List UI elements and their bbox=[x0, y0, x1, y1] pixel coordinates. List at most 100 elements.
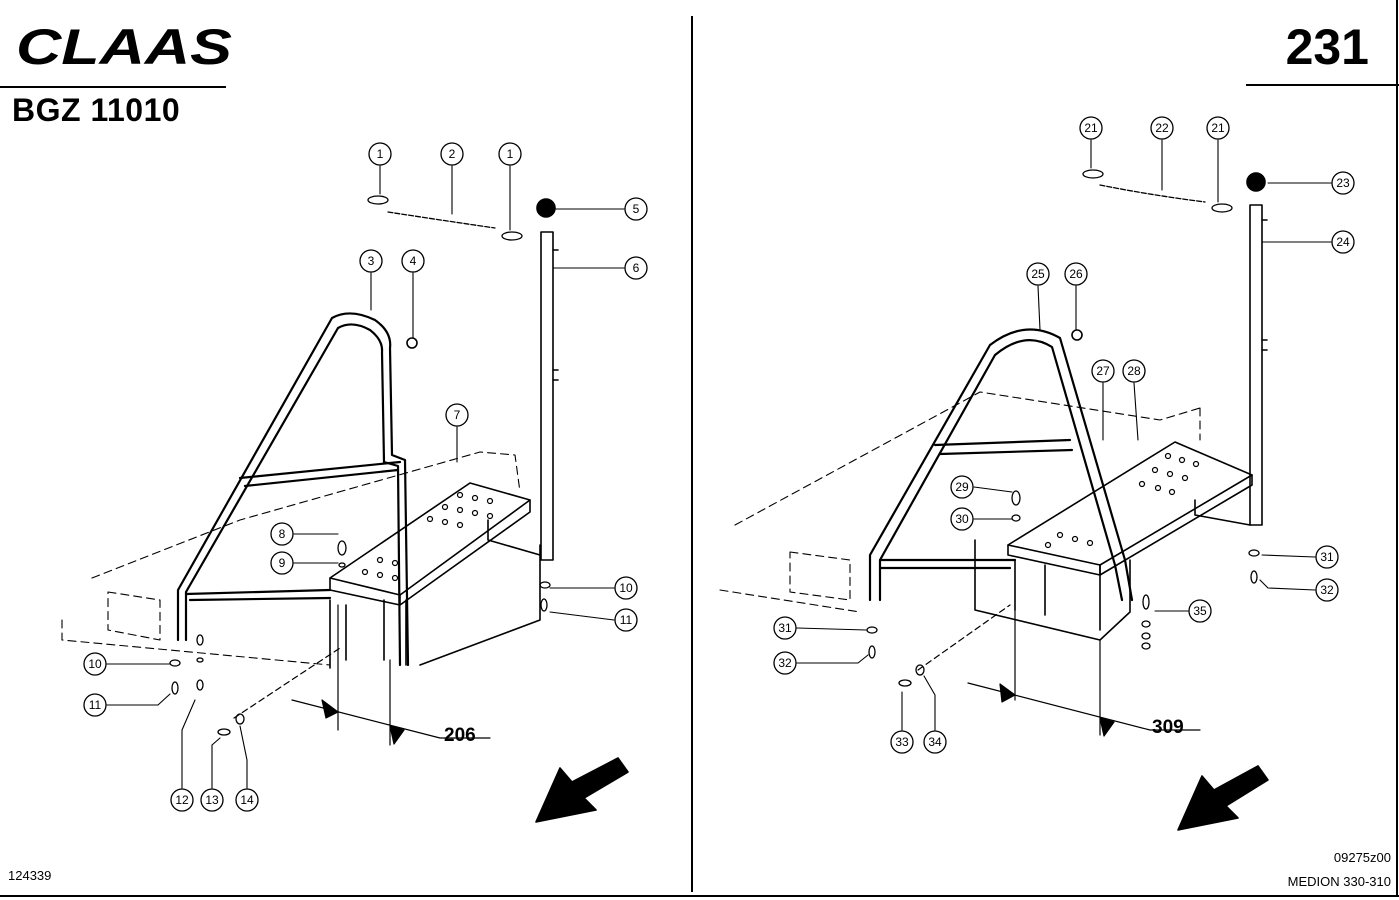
claas-logo-graphic: CLAAS bbox=[16, 19, 232, 75]
callout-31b[interactable]: 31 bbox=[773, 616, 797, 640]
callout-10b[interactable]: 10 bbox=[83, 652, 107, 676]
callout-8[interactable]: 8 bbox=[270, 522, 294, 546]
svg-text:27: 27 bbox=[1096, 364, 1110, 378]
callout-31a[interactable]: 31 bbox=[1315, 545, 1339, 569]
right-dimension bbox=[917, 604, 1201, 737]
svg-text:6: 6 bbox=[633, 261, 640, 275]
svg-text:10: 10 bbox=[88, 657, 102, 671]
svg-text:30: 30 bbox=[955, 512, 969, 526]
left-hardware bbox=[169, 540, 551, 736]
page-border-bottom bbox=[0, 895, 1399, 897]
callout-30[interactable]: 30 bbox=[950, 507, 974, 531]
right-nut-26 bbox=[1071, 329, 1083, 341]
callout-2[interactable]: 2 bbox=[440, 142, 464, 166]
header-rule-left bbox=[0, 86, 226, 88]
callout-12[interactable]: 12 bbox=[170, 788, 194, 812]
svg-text:14: 14 bbox=[240, 793, 254, 807]
sheet-code: 09275z00 bbox=[1333, 850, 1391, 865]
svg-text:8: 8 bbox=[279, 527, 286, 541]
callout-23[interactable]: 23 bbox=[1331, 171, 1355, 195]
left-knob-5 bbox=[536, 198, 556, 218]
svg-text:11: 11 bbox=[89, 698, 102, 712]
right-step-plate bbox=[1007, 441, 1253, 576]
svg-text:23: 23 bbox=[1336, 176, 1350, 190]
left-machine-outline bbox=[61, 451, 521, 666]
left-post-6 bbox=[540, 231, 559, 561]
callout-21b[interactable]: 21 bbox=[1206, 116, 1230, 140]
svg-text:21: 21 bbox=[1211, 121, 1225, 135]
svg-text:32: 32 bbox=[778, 656, 792, 670]
right-knob-23 bbox=[1246, 172, 1266, 192]
svg-text:24: 24 bbox=[1336, 235, 1350, 249]
page-number: 231 bbox=[1285, 19, 1369, 75]
claas-logo-text: CLAAS bbox=[16, 22, 232, 70]
svg-text:2: 2 bbox=[449, 147, 456, 161]
callout-3[interactable]: 3 bbox=[359, 249, 383, 273]
svg-text:1: 1 bbox=[377, 147, 384, 161]
callout-11a[interactable]: 11 bbox=[614, 608, 638, 632]
callout-25[interactable]: 25 bbox=[1026, 262, 1050, 286]
callout-34[interactable]: 34 bbox=[923, 730, 947, 754]
left-dimension-label: 206 bbox=[444, 725, 476, 746]
svg-text:10: 10 bbox=[619, 581, 633, 595]
callout-10a[interactable]: 10 bbox=[614, 576, 638, 600]
callout-21a[interactable]: 21 bbox=[1079, 116, 1103, 140]
leader-lines bbox=[106, 139, 1332, 789]
callout-28[interactable]: 28 bbox=[1122, 359, 1146, 383]
callout-24[interactable]: 24 bbox=[1331, 230, 1355, 254]
svg-text:12: 12 bbox=[175, 793, 189, 807]
left-handrail bbox=[176, 312, 410, 667]
callout-32b[interactable]: 32 bbox=[773, 651, 797, 675]
svg-text:29: 29 bbox=[955, 480, 969, 494]
callout-22[interactable]: 22 bbox=[1150, 116, 1174, 140]
right-handrail bbox=[868, 328, 1134, 602]
svg-text:4: 4 bbox=[410, 254, 417, 268]
callout-4[interactable]: 4 bbox=[401, 249, 425, 273]
left-nut-4 bbox=[406, 337, 418, 349]
svg-text:9: 9 bbox=[279, 556, 286, 570]
left-support-frame bbox=[329, 519, 541, 669]
callout-14[interactable]: 14 bbox=[235, 788, 259, 812]
callout-33[interactable]: 33 bbox=[890, 730, 914, 754]
callout-35[interactable]: 35 bbox=[1188, 599, 1212, 623]
svg-text:7: 7 bbox=[454, 408, 461, 422]
right-chain-22 bbox=[1082, 169, 1233, 213]
callout-1b[interactable]: 1 bbox=[498, 142, 522, 166]
right-hardware bbox=[866, 490, 1260, 687]
model-name: MEDION 330-310 bbox=[1287, 874, 1391, 889]
callout-5[interactable]: 5 bbox=[624, 197, 648, 221]
callout-7[interactable]: 7 bbox=[445, 403, 469, 427]
claas-logo: CLAAS bbox=[14, 19, 236, 75]
callout-11b[interactable]: 11 bbox=[83, 693, 107, 717]
callout-26[interactable]: 26 bbox=[1064, 262, 1088, 286]
svg-text:1: 1 bbox=[507, 147, 514, 161]
svg-text:32: 32 bbox=[1320, 583, 1334, 597]
svg-text:13: 13 bbox=[205, 793, 219, 807]
callout-29[interactable]: 29 bbox=[950, 475, 974, 499]
drawing-id: 124339 bbox=[8, 868, 52, 883]
svg-text:5: 5 bbox=[633, 202, 640, 216]
left-direction-arrow bbox=[535, 757, 629, 823]
callout-9[interactable]: 9 bbox=[270, 551, 294, 575]
svg-text:26: 26 bbox=[1069, 267, 1083, 281]
callout-32a[interactable]: 32 bbox=[1315, 578, 1339, 602]
header-rule-right bbox=[1246, 84, 1399, 86]
svg-text:21: 21 bbox=[1084, 121, 1098, 135]
svg-text:28: 28 bbox=[1127, 364, 1141, 378]
svg-text:33: 33 bbox=[895, 735, 909, 749]
svg-text:3: 3 bbox=[368, 254, 375, 268]
callout-13[interactable]: 13 bbox=[200, 788, 224, 812]
view-divider bbox=[691, 16, 693, 892]
callout-6[interactable]: 6 bbox=[624, 256, 648, 280]
left-chain-2 bbox=[367, 195, 523, 241]
left-callouts: 1 2 1 3 4 5 6 7 8 9 10 11 10 11 12 13 14 bbox=[83, 142, 648, 812]
svg-text:34: 34 bbox=[928, 735, 942, 749]
page-border-right bbox=[1396, 0, 1398, 897]
right-direction-arrow bbox=[1177, 765, 1269, 831]
callout-27[interactable]: 27 bbox=[1091, 359, 1115, 383]
callout-1a[interactable]: 1 bbox=[368, 142, 392, 166]
right-dimension-label: 309 bbox=[1152, 717, 1184, 738]
svg-text:31: 31 bbox=[778, 621, 792, 635]
svg-text:35: 35 bbox=[1193, 604, 1207, 618]
